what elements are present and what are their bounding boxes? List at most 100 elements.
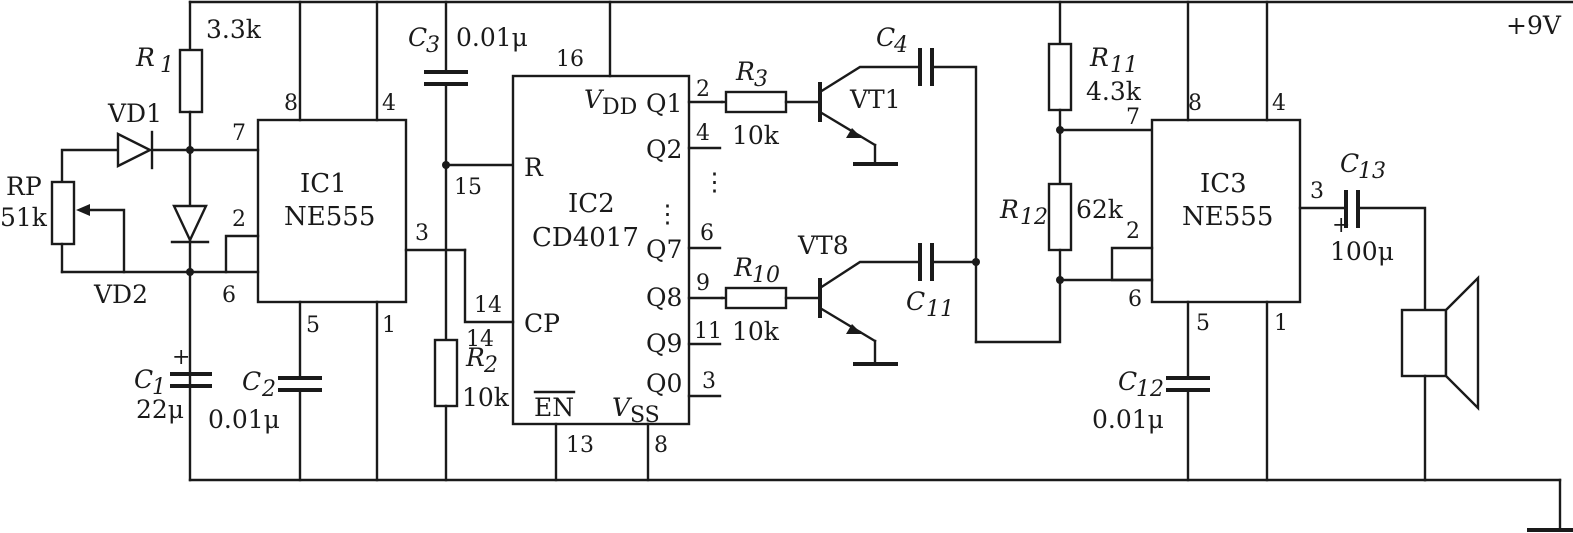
r3-value: 10k [732, 121, 780, 150]
c13-value: 100μ [1330, 237, 1394, 266]
vd1-label: VD1 [107, 99, 162, 128]
r12-sub: 12 [1020, 205, 1048, 230]
r3-resistor: R 3 10k [720, 57, 822, 150]
vd2-diode: VD2 [93, 204, 210, 309]
ic1-pin6: 6 [222, 283, 236, 308]
ic2-pin8: 8 [654, 433, 668, 458]
ic2-vdd-sub: DD [602, 95, 637, 120]
ic2-vdd-label: V [584, 85, 605, 114]
c4-capacitor: C 4 [876, 23, 978, 344]
c12-value: 0.01μ [1092, 405, 1164, 434]
r3-sub: 3 [754, 67, 768, 92]
ic3-chip: IC3 NE555 8 4 7 2 6 5 1 3 [1110, 0, 1347, 482]
ic2-vss-sub: SS [630, 403, 660, 428]
ic2-pin13: 13 [566, 433, 594, 458]
ic1-pin4: 4 [382, 91, 396, 116]
ic3-pin5: 5 [1196, 311, 1210, 336]
ground-rail [188, 478, 1573, 532]
c2-capacitor: C 2 0.01μ [208, 367, 322, 482]
r11-name: R [1089, 43, 1109, 72]
ic1-chip: IC1 NE555 8 4 5 1 7 2 6 3 [188, 0, 467, 482]
c4-name: C [876, 23, 895, 52]
rp-name: RP [6, 172, 42, 201]
ic2-enable-label: EN [534, 393, 574, 422]
c1-capacitor: + C 1 22μ [134, 345, 212, 424]
ic2-pin15: 15 [454, 175, 482, 200]
c11-capacitor: C 11 [906, 243, 978, 322]
ic2-clock-label: CP [524, 309, 560, 338]
ic1-type: NE555 [284, 202, 375, 232]
ic3-pin7: 7 [1126, 105, 1140, 130]
ic2-q1-label: Q1 [646, 89, 682, 118]
ic2-pin14b: 14 [466, 327, 494, 352]
ic2-q9-label: Q9 [646, 329, 682, 358]
vt1-label: VT1 [849, 85, 901, 114]
c13-sub: 13 [1358, 159, 1386, 184]
ic2-pin6: 6 [700, 221, 714, 246]
ic1-pin8: 8 [284, 91, 298, 116]
r3-name: R [735, 57, 755, 86]
ic1-pin7: 7 [232, 121, 246, 146]
ic3-pin3: 3 [1310, 179, 1324, 204]
c12-capacitor: C 12 0.01μ [1092, 367, 1210, 482]
ic2-q0-label: Q0 [646, 369, 682, 398]
ic2-pin4: 4 [696, 121, 710, 146]
vd2-label: VD2 [93, 280, 148, 309]
c2-value: 0.01μ [208, 405, 280, 434]
c1-polarity: + [172, 345, 190, 370]
r12-value: 62k [1076, 195, 1124, 224]
c3-sub: 3 [426, 33, 440, 58]
c3-capacitor: C 3 0.01μ [408, 0, 528, 342]
supply-label: +9V [1506, 11, 1562, 40]
c13-capacitor: + C 13 100μ [1330, 149, 1427, 312]
c11-sub: 11 [926, 297, 954, 322]
c3-name: C [408, 23, 427, 52]
ic2-vss-label: V [612, 393, 633, 422]
r1-value: 3.3k [206, 15, 262, 44]
c13-polarity: + [1332, 213, 1350, 238]
r2-sub: 2 [483, 353, 498, 378]
c1-sub: 1 [152, 375, 166, 400]
ic2-pin2: 2 [696, 77, 710, 102]
ic2-chip: IC2 CD4017 R CP EN V DD V SS Q1 Q2 Q7 Q8… [454, 0, 727, 482]
r11-resistor: R 11 4.3k [1047, 0, 1142, 186]
r10-resistor: R 10 10k [720, 253, 822, 346]
r1-name: R [135, 43, 155, 72]
ic1-pin3: 3 [415, 221, 429, 246]
r2-resistor: R 2 10k [433, 338, 510, 482]
ic2-q2-label: Q2 [646, 135, 682, 164]
vt1-transistor: VT1 [818, 65, 920, 166]
vt8-label: VT8 [797, 231, 849, 260]
c11-name: C [906, 287, 925, 316]
ic2-q7-label: Q7 [646, 235, 682, 264]
c1-value: 22μ [136, 395, 184, 424]
c3-value: 0.01μ [456, 23, 528, 52]
ic3-pin8: 8 [1188, 91, 1202, 116]
r10-name: R [733, 253, 753, 282]
ic2-pin14a: 14 [474, 293, 502, 318]
ic2-inner-dots: ⋮ [655, 199, 680, 228]
r10-value: 10k [732, 317, 780, 346]
ic3-type: NE555 [1182, 202, 1273, 232]
r12-resistor: R 12 62k [999, 182, 1124, 282]
ic1-pin1: 1 [382, 313, 396, 338]
ic3-pin4: 4 [1272, 91, 1286, 116]
vt8-transistor: VT8 [797, 231, 920, 366]
ic3-pin2: 2 [1126, 219, 1140, 244]
rp-value: 51k [0, 203, 48, 232]
r10-sub: 10 [752, 263, 780, 288]
c4-sub: 4 [893, 33, 908, 58]
r1-resistor: R 1 3.3k [135, 0, 262, 482]
r2-value: 10k [462, 383, 510, 412]
speaker-icon [1400, 275, 1480, 482]
ic2-pin3: 3 [702, 369, 716, 394]
r1-sub: 1 [160, 53, 174, 78]
ic2-reset-label: R [524, 153, 544, 182]
c2-sub: 2 [261, 377, 276, 402]
ic1-pin2: 2 [232, 207, 246, 232]
ic2-pin16: 16 [556, 47, 584, 72]
vd1-diode: VD1 [60, 99, 192, 184]
ic3-pin1: 1 [1274, 311, 1288, 336]
ic1-name: IC1 [300, 169, 347, 199]
